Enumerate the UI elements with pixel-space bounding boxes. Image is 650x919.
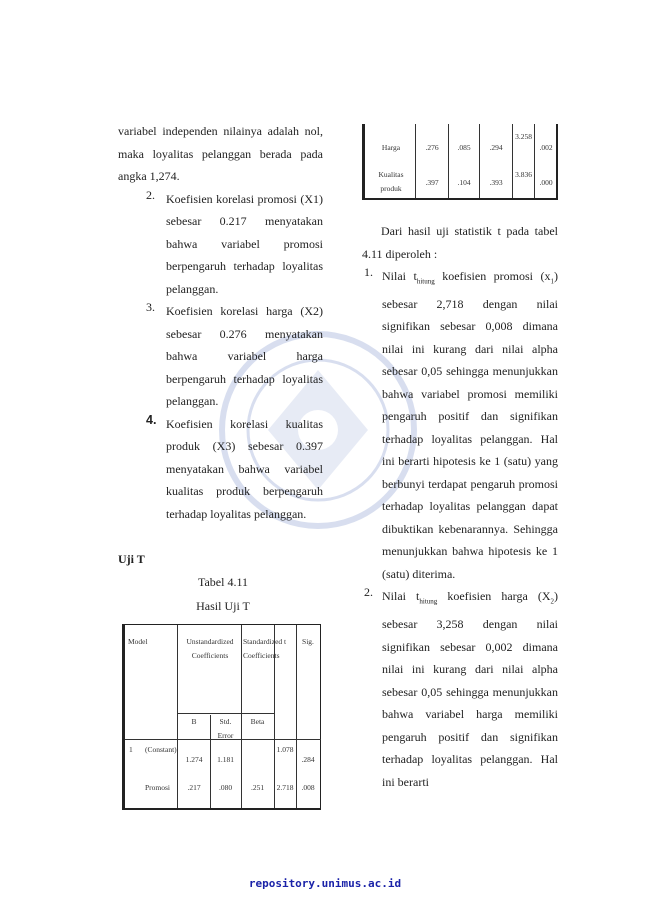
cell-b: .217 — [187, 783, 201, 792]
header-standardized: Standardized Coefficients — [243, 637, 283, 660]
list-number: 2. — [146, 187, 155, 202]
cell-se: .104 — [457, 178, 471, 187]
header-sig: Sig. — [302, 637, 314, 646]
row-name: (Constant) — [145, 745, 177, 754]
list-item: 1. Nilai thitung koefisien promosi (x1) … — [362, 265, 558, 585]
table-caption-number: Tabel 4.11 — [197, 575, 249, 589]
university-seal-watermark — [219, 331, 417, 529]
cell-se: 1.181 — [217, 755, 234, 764]
list-number: 4. — [146, 412, 157, 427]
coefficient-list: 2. Koefisien korelasi promosi (X1) sebes… — [118, 188, 323, 526]
cell-se: .085 — [457, 143, 471, 152]
cell-b: 1.274 — [185, 755, 203, 764]
list-number: 3. — [146, 300, 155, 314]
cell-b: .276 — [425, 143, 439, 152]
header-beta: Beta — [250, 717, 265, 726]
header-t: t — [283, 637, 287, 646]
repository-footer: repository.unimus.ac.id — [248, 877, 402, 890]
t-test-results-list: 1. Nilai thitung koefisien promosi (x1) … — [362, 265, 558, 793]
header-b: B — [191, 717, 197, 726]
intro-paragraph: variabel independen nilainya adalah nol,… — [118, 124, 323, 183]
list-text: Nilai thitung koefisien harga (X2) sebes… — [382, 589, 558, 789]
list-number: 2. — [364, 585, 373, 600]
row-name: Kualitas produk — [378, 170, 404, 193]
list-text: Nilai thitung koefisien promosi (x1) seb… — [382, 269, 558, 581]
list-text: Koefisien korelasi promosi (X1) sebesar … — [166, 191, 323, 296]
cell-sig: .008 — [301, 783, 315, 792]
row-name: Promosi — [145, 783, 171, 792]
list-item: 2. Nilai thitung koefisien harga (X2) se… — [362, 585, 558, 793]
list-number: 1. — [364, 265, 373, 279]
cell-beta: .294 — [489, 143, 503, 152]
list-text: Koefisien korelasi kualitas produk (X3) … — [166, 416, 323, 521]
cell-b: .397 — [425, 178, 439, 187]
list-text: Koefisien korelasi harga (X2) sebesar 0.… — [166, 304, 323, 408]
list-item: 3. Koefisien korelasi harga (X2) sebesar… — [118, 300, 323, 413]
t-test-table-continued: Harga .276 .085 .294 3.258 .002 Kualitas… — [362, 124, 558, 200]
intro-paragraph: Dari hasil uji statistik t pada tabel 4.… — [362, 224, 558, 261]
cell-beta: .251 — [250, 783, 265, 792]
section-heading: Uji T — [118, 552, 145, 566]
list-item: 4. Koefisien korelasi kualitas produk (X… — [118, 413, 323, 526]
cell-sig: .002 — [539, 143, 553, 152]
cell-t: 1.078 — [276, 745, 294, 754]
t-test-table: Model Unstandardized Coefficients Standa… — [122, 624, 321, 810]
list-item: 2. Koefisien korelasi promosi (X1) sebes… — [118, 188, 323, 301]
cell-t: 2.718 — [276, 783, 294, 792]
cell-sig: .284 — [301, 755, 315, 764]
header-std-error: Std. Error — [217, 717, 234, 740]
cell-t: 3.258 — [515, 132, 532, 141]
left-column: variabel independen nilainya adalah nol,… — [118, 120, 323, 525]
header-unstandardized: Unstandardized Coefficients — [186, 637, 234, 660]
table-caption-title: Hasil Uji T — [196, 599, 250, 613]
right-column: Dari hasil uji statistik t pada tabel 4.… — [362, 220, 558, 793]
cell-se: .080 — [218, 783, 233, 792]
cell-t: 3.836 — [515, 170, 532, 179]
row-number: 1 — [129, 745, 133, 754]
row-name: Harga — [381, 143, 401, 152]
cell-beta: .393 — [489, 178, 503, 187]
header-model: Model — [128, 637, 148, 646]
cell-sig: .000 — [539, 178, 553, 187]
